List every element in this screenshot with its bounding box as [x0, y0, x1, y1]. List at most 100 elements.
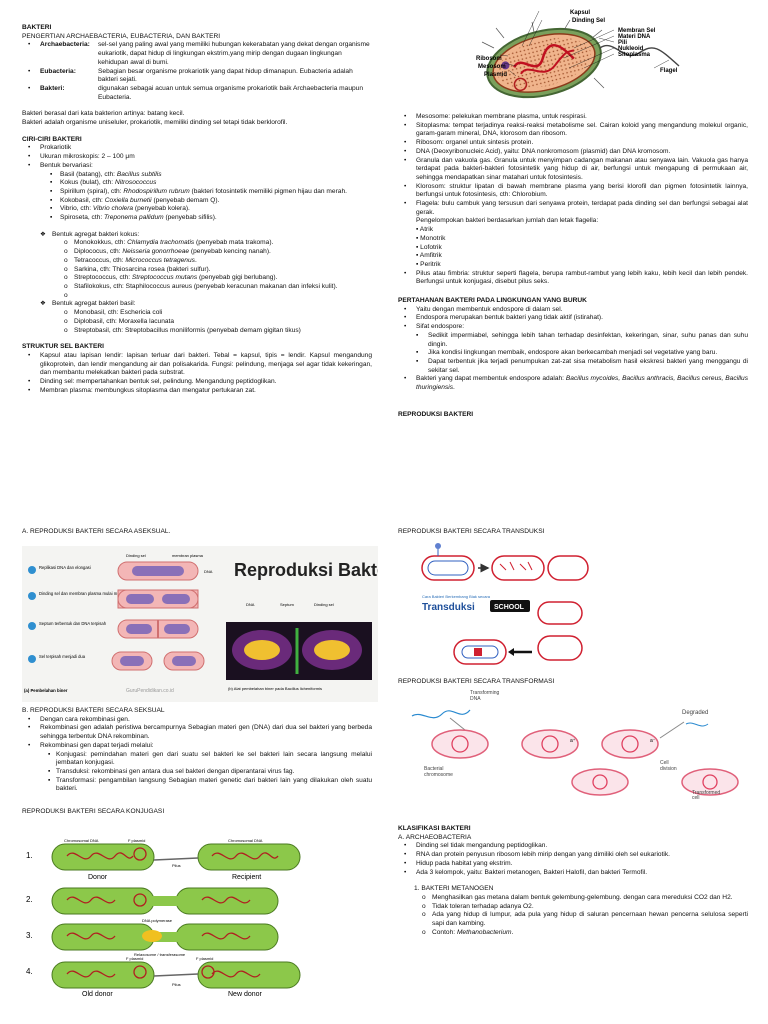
list-item: •Ada 3 kelompok, yaitu: Bakteri metanoge…: [404, 868, 648, 876]
step-text: Replikasi DNA dan elongasi: [39, 565, 91, 570]
step-text: Septum terbentuk dan DNA terpisah: [39, 621, 107, 626]
step-number: 1.: [26, 851, 33, 860]
list-item: •Sifat endospore:: [404, 323, 465, 331]
archaeobacteria-list: •Dinding sel tidak mengandung peptidogli…: [398, 842, 748, 877]
klasifikasi-section: KLASIFIKASI BAKTERI A. ARCHAEOBACTERIA •…: [398, 825, 748, 937]
list-item: •Pilus atau fimbria: struktur seperti fl…: [404, 269, 748, 286]
section-subtitle: PENGERTIAN ARCHAEBACTERIA, EUBACTERIA, D…: [22, 32, 221, 40]
list-item: o: [64, 291, 68, 299]
transduksi-heading: REPRODUKSI BAKTERI SECARA TRANSDUKSI: [398, 528, 545, 535]
step-number: 2.: [26, 895, 33, 904]
label-ribosom: Ribosom: [476, 56, 502, 62]
page-title: BAKTERI: [22, 24, 52, 31]
school-logo: SCHOOL: [494, 604, 525, 611]
label-kapsul: Kapsul: [570, 10, 590, 16]
transformasi-heading: REPRODUKSI BAKTERI SECARA TRANSFORMASI: [398, 678, 555, 685]
label-relaxosome: Relaxosome / transferasome: [134, 952, 186, 957]
seksual-heading: B. REPRODUKSI BAKTERI SECARA SEKSUAL: [22, 707, 165, 714]
label-pilus: Pilus: [172, 982, 181, 987]
pertahanan-heading: PERTAHANAN BAKTERI PADA LINGKUNGAN YANG …: [398, 297, 587, 305]
label-cell: Cell: [660, 760, 669, 766]
list-item: •Ukuran mikroskopis: 2 – 100 μm: [28, 153, 135, 161]
label-chromosome: chromosome: [424, 772, 453, 778]
bentuk-list: ▪Basil (batang), cth: Bacillus subtilis …: [22, 171, 372, 223]
flagel-head: Pengelompokan bakteri berdasarkan jumlah…: [416, 217, 599, 225]
reproduksi-aseksual-figure: Reproduksi Bakteri Replikasi DNA dan elo…: [22, 546, 378, 702]
label-transforming: Transforming: [470, 690, 499, 696]
right-top-column: •Mesosome: pelekukan membrane plasma, un…: [398, 113, 748, 420]
list-item: •Flagela: bulu cambuk yang tersusun dari…: [404, 200, 748, 268]
seksual-list: •Dengan cara rekombinasi gen. •Rekombina…: [22, 716, 372, 794]
label-membran-sel: Membran Sel: [618, 28, 656, 34]
step-number: 4.: [26, 967, 33, 976]
reproduksi-heading: REPRODUKSI BAKTERI: [398, 410, 474, 418]
label-degraded: Degraded: [682, 710, 708, 716]
pertahanan-list: •Yaitu dengan membentuk endospore di dal…: [398, 306, 748, 393]
caption-a: (a) Pembelahan biner: [24, 688, 68, 693]
list-item: •Sitoplasma: tempat terjadinya reaksi-re…: [404, 121, 748, 138]
list-item: •RNA dan protein penyusun ribosom lebih …: [404, 851, 670, 859]
label-pili: Pili: [618, 40, 627, 46]
intro-text: Bakteri adalah organisme uniseluler, pro…: [22, 119, 288, 127]
list-item: •Prokariotik: [28, 144, 72, 152]
label-new-donor: New donor: [228, 991, 263, 998]
list-item: •Rekombinasi gen dapat terjadi melalui:: [28, 741, 154, 749]
bacteria-cell-diagram: Kapsul Dinding Sel Membran Sel Materi DN…: [476, 10, 680, 99]
label-dinding-sel: Dinding sel: [126, 553, 146, 558]
list-item: •Hidup pada habitat yang ekstrim.: [404, 859, 513, 867]
list-item: •Endospora merupakan bentuk bakteri yang…: [404, 314, 603, 322]
struktur-heading: STRUKTUR SEL BAKTERI: [22, 343, 104, 351]
konjugasi-figure: 1. 2. 3. 4. Chromosomal DNA F plasmid Ch…: [22, 834, 318, 998]
label-materi-dna: Materi DNA: [618, 34, 651, 40]
list-item: •Dinding sel tidak mengandung peptidogli…: [404, 842, 548, 850]
step-text: Sel terpisah menjadi dua: [39, 654, 86, 659]
step-number: 3.: [26, 931, 33, 940]
flagel-type: ▪ Monotrik: [416, 234, 446, 242]
transduksi-title: Transduksi: [422, 602, 475, 613]
watermark: GuruPendidikan.co.id: [126, 688, 174, 694]
transformation-diagram: Transforming DNA Bacterial chromosome a⁺…: [411, 690, 739, 800]
label-mesosom: Mesosom: [478, 64, 506, 70]
list-item: ▪Transformasi: pengambilan langsung Seba…: [48, 776, 372, 793]
list-item: •Membran plasma: membungkus sitoplasma d…: [28, 386, 256, 394]
list-item: ❖Bentuk agregat bakteri basil:: [40, 300, 136, 308]
flagel-type: ▪ Amfitrik: [416, 252, 442, 260]
struktur-continued-list: •Mesosome: pelekukan membrane plasma, un…: [398, 113, 748, 287]
label-nukleoid: Nukleoid: [618, 46, 644, 52]
transduksi-figure: Cara Bakteri Berkembang Biak secara Tran…: [414, 540, 592, 670]
seksual-section: B. REPRODUKSI BAKTERI SECARA SEKSUAL •De…: [22, 707, 372, 817]
label-chromosomal-dna: Chromosomal DNA: [64, 838, 99, 843]
label-cell: cell: [692, 795, 700, 800]
list-item: •Yaitu dengan membentuk endospore di dal…: [404, 305, 563, 313]
label-donor: Donor: [88, 874, 108, 881]
label-dna: DNA: [246, 602, 255, 607]
flagel-type: ▪ Lofotrik: [416, 243, 442, 251]
label-division: division: [660, 766, 677, 772]
definition-item: • Archaebacteria:sel-sel yang paling awa…: [28, 41, 370, 66]
conjugation-diagram: 1. 2. 3. 4. Chromosomal DNA F plasmid Ch…: [26, 838, 301, 998]
list-item: •Klorosom: struktur lipatan di bawah mem…: [404, 182, 748, 199]
label-chromosomal-dna: Chromosomal DNA: [228, 838, 263, 843]
metanogen-heading: 1. BAKTERI METANOGEN: [414, 885, 494, 893]
list-item: ▪Dapat terbentuk jika terjadi penumpukan…: [416, 357, 748, 374]
flagel-type: ▪ Atrik: [416, 226, 433, 234]
list-item: ▪Vibrio, cth: Vibrio cholera (penyebab k…: [50, 205, 190, 213]
step-text: Dinding sel dan membran plasma mulai mem…: [39, 591, 134, 596]
definition-list: • Archaebacteria:sel-sel yang paling awa…: [22, 41, 372, 102]
label-a-minus: a⁻: [650, 738, 656, 744]
struktur-list: •Kapsul atau lapisan lendir: lapisan ter…: [22, 352, 372, 396]
definition-item: • Bakteri:digunakan sebagai acuan untuk …: [28, 84, 364, 101]
caption-b: (b) Alat pembelahan biner pada Bacillus …: [228, 686, 322, 691]
transduksi-caption: Cara Bakteri Berkembang Biak secara: [422, 594, 491, 599]
